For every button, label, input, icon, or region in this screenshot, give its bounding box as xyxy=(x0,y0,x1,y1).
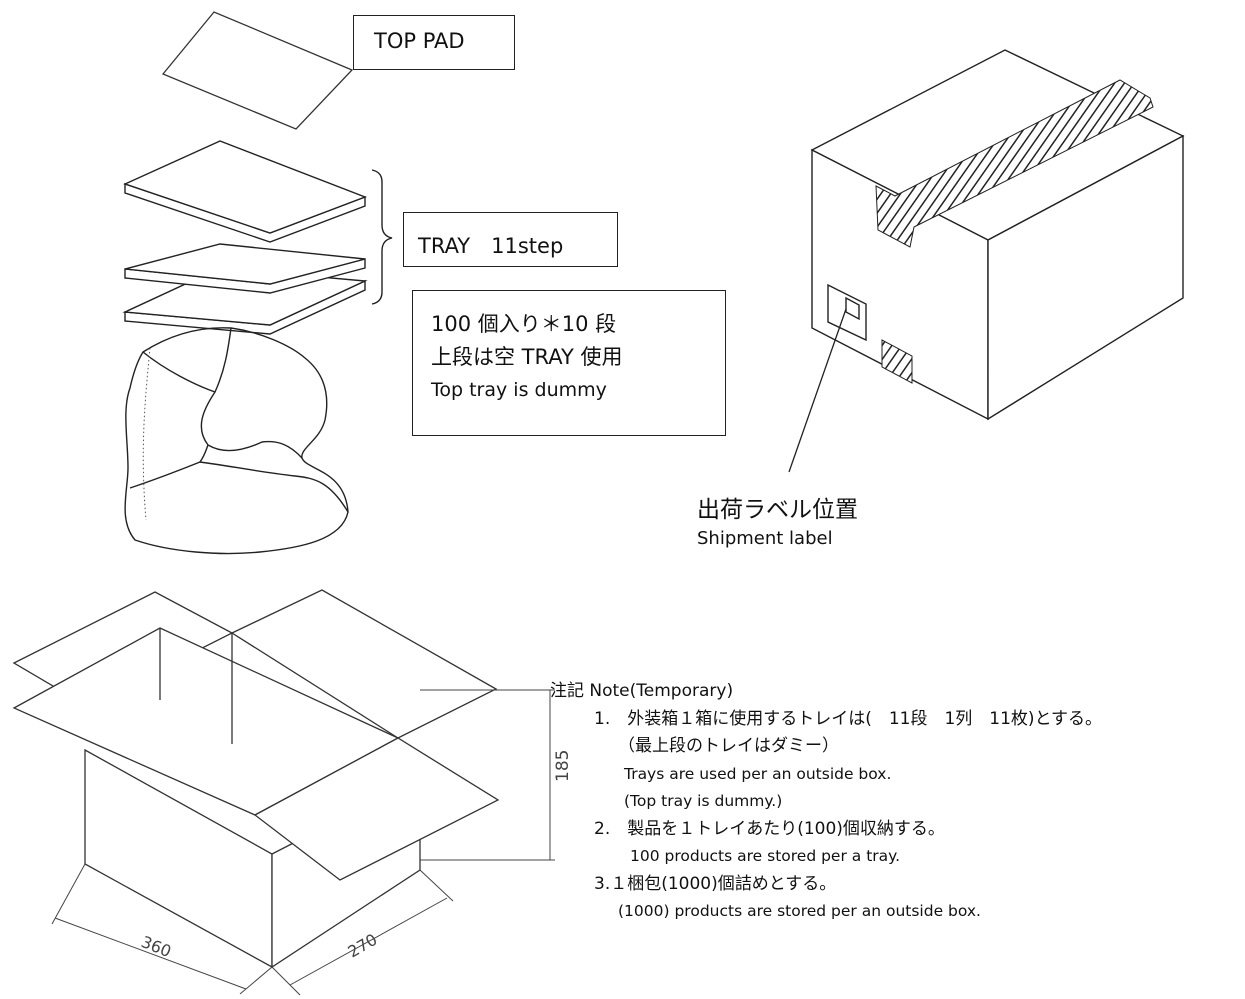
note-2-en: 100 products are stored per a tray. xyxy=(630,847,901,865)
tray-info-line-1: 100 個入り＊10 段 xyxy=(431,312,617,336)
shipment-label-mark xyxy=(827,283,867,342)
label-leader xyxy=(788,308,847,473)
tray-stack xyxy=(122,140,368,335)
top-pad-sheet xyxy=(161,11,354,130)
poly-bag xyxy=(124,327,349,555)
tray-info-line-2: 上段は空 TRAY 使用 xyxy=(431,345,623,369)
top-pad-text: TOP PAD xyxy=(374,29,465,53)
top-pad-label: TOP PAD xyxy=(353,15,515,70)
notes-block: 注記 Note(Temporary) 1. 外装箱１箱に使用するトレイは( 11… xyxy=(550,678,1102,926)
shipment-label-jp: 出荷ラベル位置 xyxy=(697,497,858,523)
dimension-lines xyxy=(51,689,555,996)
note-1-en: Trays are used per an outside box. xyxy=(624,764,892,783)
note-1-en-sub: (Top tray is dummy.) xyxy=(624,792,783,810)
note-2-jp: 2. 製品を１トレイあたり(100)個収納する。 xyxy=(594,818,945,839)
notes-heading: 注記 Note(Temporary) xyxy=(550,681,734,701)
open-box xyxy=(12,589,500,969)
tray-text: TRAY 11step xyxy=(418,234,564,258)
shipment-label-en: Shipment label xyxy=(697,528,833,549)
note-3-en: (1000) products are stored per an outsid… xyxy=(618,902,981,920)
dim-length: 360 xyxy=(139,932,174,961)
tray-info-line-3: Top tray is dummy xyxy=(431,379,607,401)
tray-info-box: 100 個入り＊10 段 上段は空 TRAY 使用 Top tray is du… xyxy=(412,290,726,436)
note-1-jp-sub: （最上段のトレイはダミー） xyxy=(618,736,839,756)
dim-height: 185 xyxy=(553,750,573,782)
tray-label: TRAY 11step xyxy=(403,212,618,267)
note-3-jp: 3.１梱包(1000)個詰めとする。 xyxy=(594,873,837,894)
note-1-jp: 1. 外装箱１箱に使用するトレイは( 11段 1列 11枚)とする。 xyxy=(594,708,1103,729)
tray-bracket xyxy=(371,169,393,305)
tape-strip xyxy=(875,79,1154,384)
dim-width: 270 xyxy=(345,930,381,962)
